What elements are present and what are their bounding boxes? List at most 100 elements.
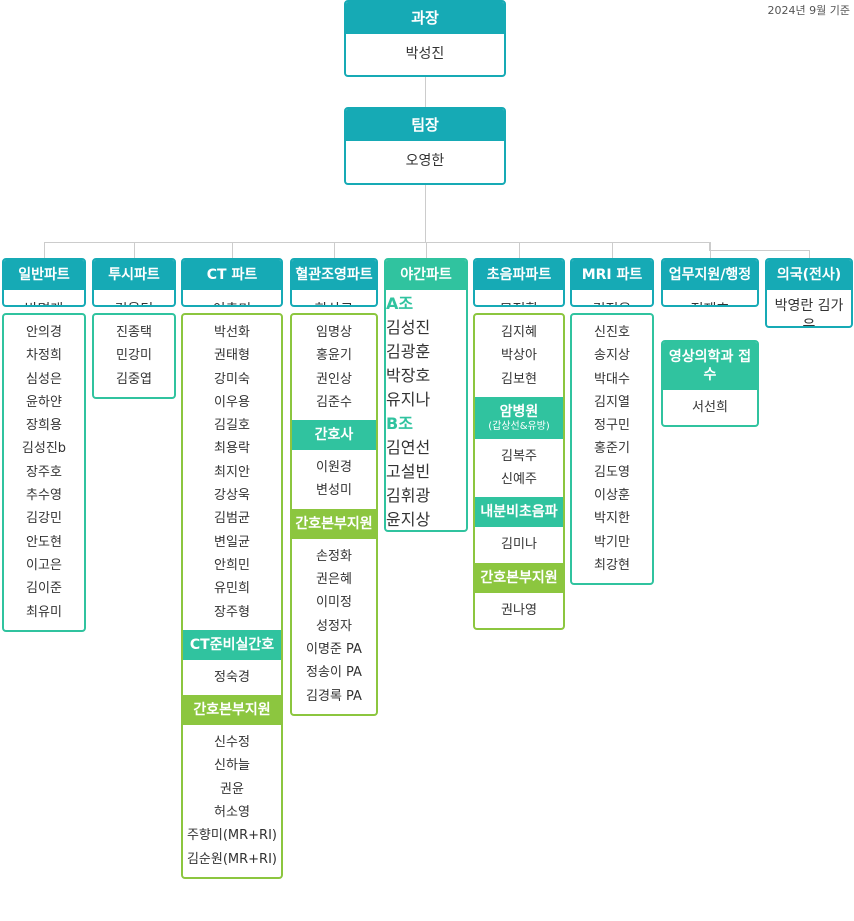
connector-head <box>425 77 426 107</box>
member-name: 안의경 <box>26 325 62 340</box>
part-box: 투시파트김용덕 <box>92 258 176 307</box>
member-name: 김준수 <box>316 394 352 410</box>
member-section: 권나영 <box>475 593 563 628</box>
member-name: 차정희 <box>26 348 62 364</box>
connector-drop <box>134 242 135 258</box>
sub-unit-label: CT준비실간호 <box>189 636 275 653</box>
part-lead: 한상구 <box>292 290 376 305</box>
member-name: 장주호 <box>26 464 62 480</box>
member-name: 김경록 PA <box>306 688 362 704</box>
member-name: 이고은 <box>26 557 62 573</box>
connector-drop <box>612 242 613 258</box>
member-name: 변성미 <box>316 483 352 499</box>
member-name: 고설빈 <box>386 462 431 481</box>
member-section: 정숙경 <box>183 660 281 695</box>
shift-group-label: B조 <box>386 414 413 433</box>
sub-unit-header: 영상의학과 접수 <box>663 342 757 390</box>
member-name: 최강현 <box>594 557 630 573</box>
team-lead-name: 오영한 <box>405 153 445 169</box>
member-name: 김범균 <box>214 511 250 527</box>
member-name: 박상아 <box>501 348 537 364</box>
shift-group-label: A조 <box>386 294 414 313</box>
sub-unit-label: 암병원 <box>499 403 539 420</box>
member-name: 최지안 <box>214 464 250 480</box>
member-name: 유지나 <box>386 390 431 409</box>
member-name: 권윤 <box>220 781 244 797</box>
member-name: 이명준 PA <box>306 641 362 657</box>
part-box: MRI 파트김정욱 <box>570 258 654 307</box>
connector-bus-2 <box>709 250 809 251</box>
sub-unit-label: 간호사 <box>314 427 354 444</box>
member-name: 안희민 <box>214 557 250 573</box>
member-name: 이상훈 <box>594 488 630 504</box>
connector-drop <box>44 242 45 258</box>
part-box: CT 파트이춘미 <box>181 258 283 307</box>
member-name: 변일균 <box>214 534 250 550</box>
member-name: 권태형 <box>214 348 250 364</box>
part-box: 초음파파트모정환 <box>473 258 565 307</box>
part-lead: 김용덕 <box>94 290 174 305</box>
member-name: 강미숙 <box>214 371 250 387</box>
member-name: 이미정 <box>316 595 352 611</box>
connector-drop <box>232 242 233 258</box>
sub-unit-header: CT준비실간호 <box>183 629 281 660</box>
member-name: 김지혜 <box>501 325 537 340</box>
member-name: 최유미 <box>26 604 62 620</box>
team-lead-title: 팀장 <box>346 109 504 141</box>
connector-drop <box>709 242 710 250</box>
member-name: 이우용 <box>214 394 250 410</box>
team-lead-box: 팀장 오영한 <box>344 107 506 185</box>
part-box: 일반파트박명래 <box>2 258 86 307</box>
part-lead: 박명래 <box>4 290 84 305</box>
member-name: 민강미 <box>116 348 152 364</box>
member-name: 김미나 <box>501 537 537 553</box>
connector-drop <box>809 250 810 258</box>
member-name: 송지상 <box>594 348 630 364</box>
member-name: 서선희 <box>692 400 728 415</box>
sub-unit-label: 간호본부지원 <box>295 515 373 532</box>
member-name: 강상욱 <box>214 488 250 504</box>
head-name: 박성진 <box>405 46 445 62</box>
member-section: 서선희 <box>663 390 757 425</box>
connector-drop <box>519 242 520 258</box>
sub-unit-header: 내분비초음파 <box>475 497 563 528</box>
sub-unit-header: 간호본부지원 <box>475 562 563 593</box>
member-name: 최용락 <box>214 441 250 457</box>
member-name: 김성진b <box>21 441 67 457</box>
connector-drop <box>334 242 335 258</box>
member-name: 안도현 <box>26 534 62 550</box>
member-name: 유민희 <box>214 581 250 597</box>
connector-bus <box>44 242 710 243</box>
member-name: 권인상 <box>316 371 352 387</box>
part-lead: 모정환 <box>475 290 563 305</box>
member-name: 주향미(MR+RI) <box>186 828 278 844</box>
as-of-date: 2024년 9월 기준 <box>767 4 850 17</box>
head-title: 과장 <box>346 2 504 34</box>
member-name: 김연선 <box>386 438 431 457</box>
connector-drop <box>426 242 427 258</box>
part-title: 초음파파트 <box>475 260 563 290</box>
part-box: 혈관조영파트한상구 <box>290 258 378 307</box>
member-name: 심성은 <box>26 371 62 387</box>
member-name: 김광훈 <box>386 342 431 361</box>
member-name: 박기만 <box>594 534 630 550</box>
sub-unit-header: 간호본부지원 <box>292 508 376 539</box>
head-box: 과장 박성진 <box>344 0 506 77</box>
part-title: 의국(전사) <box>767 260 851 290</box>
